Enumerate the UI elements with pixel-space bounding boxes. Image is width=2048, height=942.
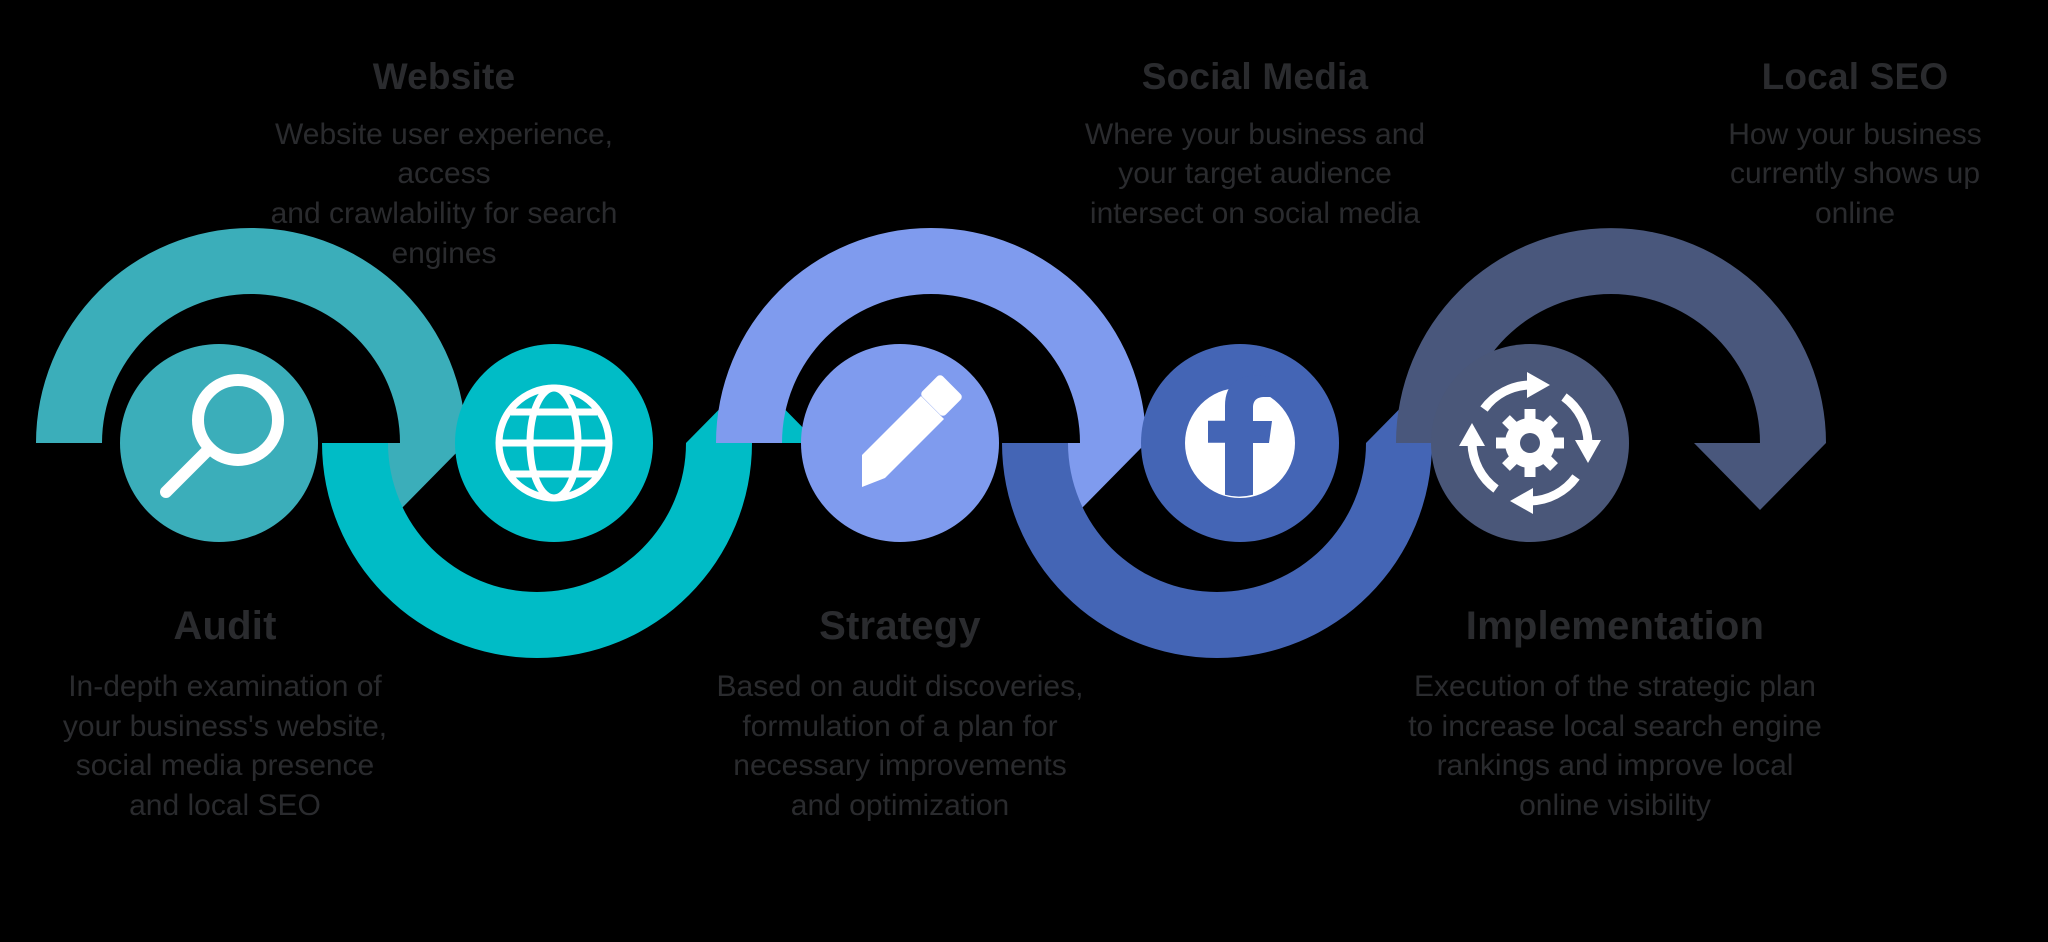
label-social-media: Social Media Where your business and you… <box>1060 56 1450 234</box>
label-local-seo-body: How your business currently shows up onl… <box>1680 115 2030 234</box>
label-local-seo-title: Local SEO <box>1761 56 1949 97</box>
label-line: social media presence <box>75 749 375 783</box>
globe-icon <box>495 384 613 502</box>
label-line: intersect on social media <box>1089 197 1421 231</box>
label-line: currently shows up <box>1729 157 1981 191</box>
label-line: How your business <box>1728 117 1982 151</box>
label-line: online <box>1814 197 1896 231</box>
label-line: Where your business and <box>1084 117 1426 151</box>
node-strategy[interactable] <box>801 344 999 542</box>
label-audit-body: In-depth examination of your business's … <box>10 667 440 825</box>
audit-circle[interactable] <box>120 344 318 542</box>
label-social-media-title: Social Media <box>1141 56 1369 97</box>
node-social-media[interactable] <box>1141 344 1339 542</box>
pencil-icon <box>862 375 962 487</box>
magnifier-icon <box>160 374 284 498</box>
label-line: In-depth examination of <box>68 670 382 703</box>
label-audit: Audit In-depth examination of your busin… <box>10 605 440 825</box>
label-line: to increase local search engine <box>1408 709 1822 743</box>
label-website-body: Website user experience, access and craw… <box>254 115 634 273</box>
node-implementation[interactable] <box>1431 344 1629 542</box>
label-line: and crawlability for search <box>270 197 618 231</box>
label-strategy: Strategy Based on audit discoveries, for… <box>680 605 1120 825</box>
label-line: rankings and improve local <box>1436 749 1794 783</box>
label-website: Website Website user experience, access … <box>254 56 634 273</box>
node-website[interactable] <box>455 344 653 542</box>
label-strategy-title: Strategy <box>819 604 981 648</box>
label-line: your target audience <box>1118 157 1392 191</box>
label-audit-title: Audit <box>173 604 277 648</box>
node-audit[interactable] <box>120 344 318 542</box>
label-line: engines <box>391 236 497 270</box>
label-implementation-body: Execution of the strategic plan to incre… <box>1390 667 1840 825</box>
label-line: and optimization <box>790 788 1010 822</box>
facebook-icon <box>1185 375 1295 498</box>
label-line: Execution of the strategic plan <box>1414 670 1816 703</box>
label-line: and local SEO <box>129 788 321 822</box>
label-line: formulation of a plan for <box>742 709 1058 743</box>
label-social-media-body: Where your business and your target audi… <box>1060 115 1450 234</box>
gear-refresh-icon <box>1459 372 1601 514</box>
label-line: your business's website, <box>62 709 388 743</box>
label-website-title: Website <box>372 56 516 97</box>
label-local-seo: Local SEO How your business currently sh… <box>1680 56 2030 234</box>
label-line: Website user experience, access <box>275 117 613 191</box>
arc-implementation <box>1396 228 1826 510</box>
label-line: Based on audit discoveries, <box>716 670 1084 703</box>
label-implementation: Implementation Execution of the strategi… <box>1390 605 1840 825</box>
label-implementation-title: Implementation <box>1465 604 1765 648</box>
label-strategy-body: Based on audit discoveries, formulation … <box>680 667 1120 825</box>
label-line: necessary improvements <box>733 749 1067 783</box>
label-line: online visibility <box>1519 788 1711 822</box>
